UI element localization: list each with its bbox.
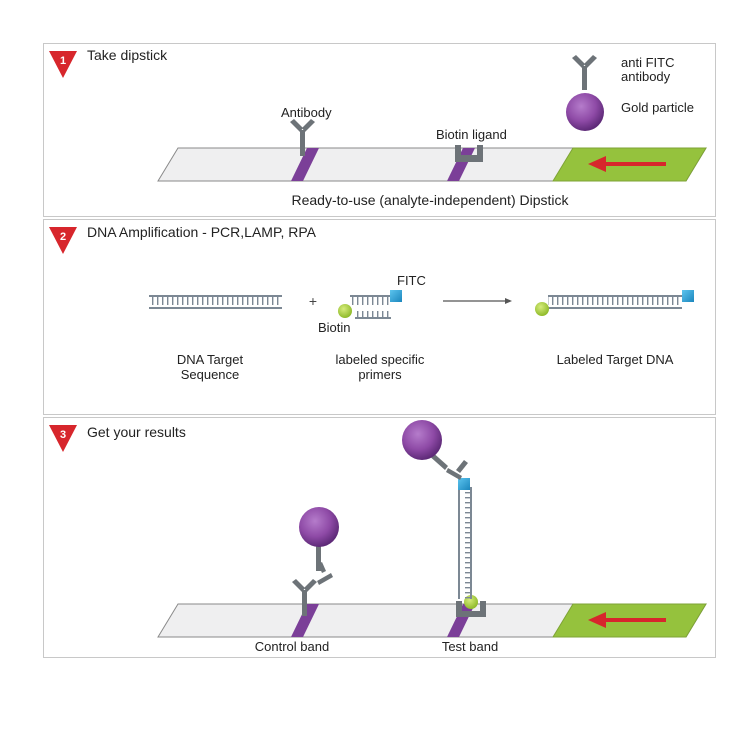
step-3-marker: 3: [49, 425, 77, 452]
biotin-ball-icon: [338, 304, 352, 318]
control-band-1: [291, 148, 319, 181]
dipstick-3: [157, 603, 707, 638]
legend-antibody-line2: antibody: [621, 69, 671, 84]
legend-gold-label: Gold particle: [621, 100, 694, 115]
biotin-ligand-icon: [455, 145, 483, 162]
gold-particle-control: [299, 507, 339, 547]
primers-line1: labeled specific: [335, 352, 425, 367]
legend-antibody-line1: anti FITC: [621, 55, 675, 70]
dna-target-line2: Sequence: [180, 367, 240, 382]
reaction-arrow-icon: [443, 298, 512, 304]
step-1-number: 1: [60, 55, 66, 67]
dna-target-icon: [149, 295, 282, 309]
fitc-cube-icon: [390, 290, 402, 302]
control-band-3: [291, 604, 319, 637]
biotin-label: Biotin: [318, 320, 351, 335]
plus-sign: +: [309, 293, 317, 309]
labeled-target-label: Labeled Target DNA: [556, 352, 674, 367]
flow-arrow-icon: [588, 156, 666, 172]
dna-target-line1: DNA Target: [176, 352, 244, 367]
control-band-complex: [292, 507, 339, 616]
step-3-number: 3: [60, 429, 66, 441]
step-1-title: Take dipstick: [87, 47, 168, 63]
anti-fitc-antibody-icon: [572, 55, 597, 90]
step-3-title: Get your results: [87, 424, 186, 440]
flow-arrow-icon: [588, 612, 666, 628]
antibody-label: Antibody: [281, 105, 332, 120]
test-band-label: Test band: [441, 639, 499, 654]
step-1-panel: [43, 43, 716, 217]
dipstick-1: [157, 147, 707, 182]
primers-line2: primers: [358, 367, 402, 382]
step-1-marker: 1: [49, 51, 77, 78]
step-2-title: DNA Amplification - PCR,LAMP, RPA: [87, 224, 317, 240]
labeled-target-dna-icon: [535, 290, 694, 316]
test-band-complex: [402, 420, 486, 617]
dipstick-caption: Ready-to-use (analyte-independent) Dipst…: [291, 192, 569, 208]
step-2-number: 2: [60, 231, 66, 243]
control-band-label: Control band: [254, 639, 330, 654]
gold-particle-test: [402, 420, 442, 460]
gold-particle-icon: [566, 93, 604, 131]
antibody-icon: [290, 119, 315, 156]
fitc-label: FITC: [397, 273, 426, 288]
labeled-primer-icon: [338, 290, 402, 319]
biotin-ligand-label: Biotin ligand: [436, 127, 507, 142]
step-2-marker: 2: [49, 227, 77, 254]
